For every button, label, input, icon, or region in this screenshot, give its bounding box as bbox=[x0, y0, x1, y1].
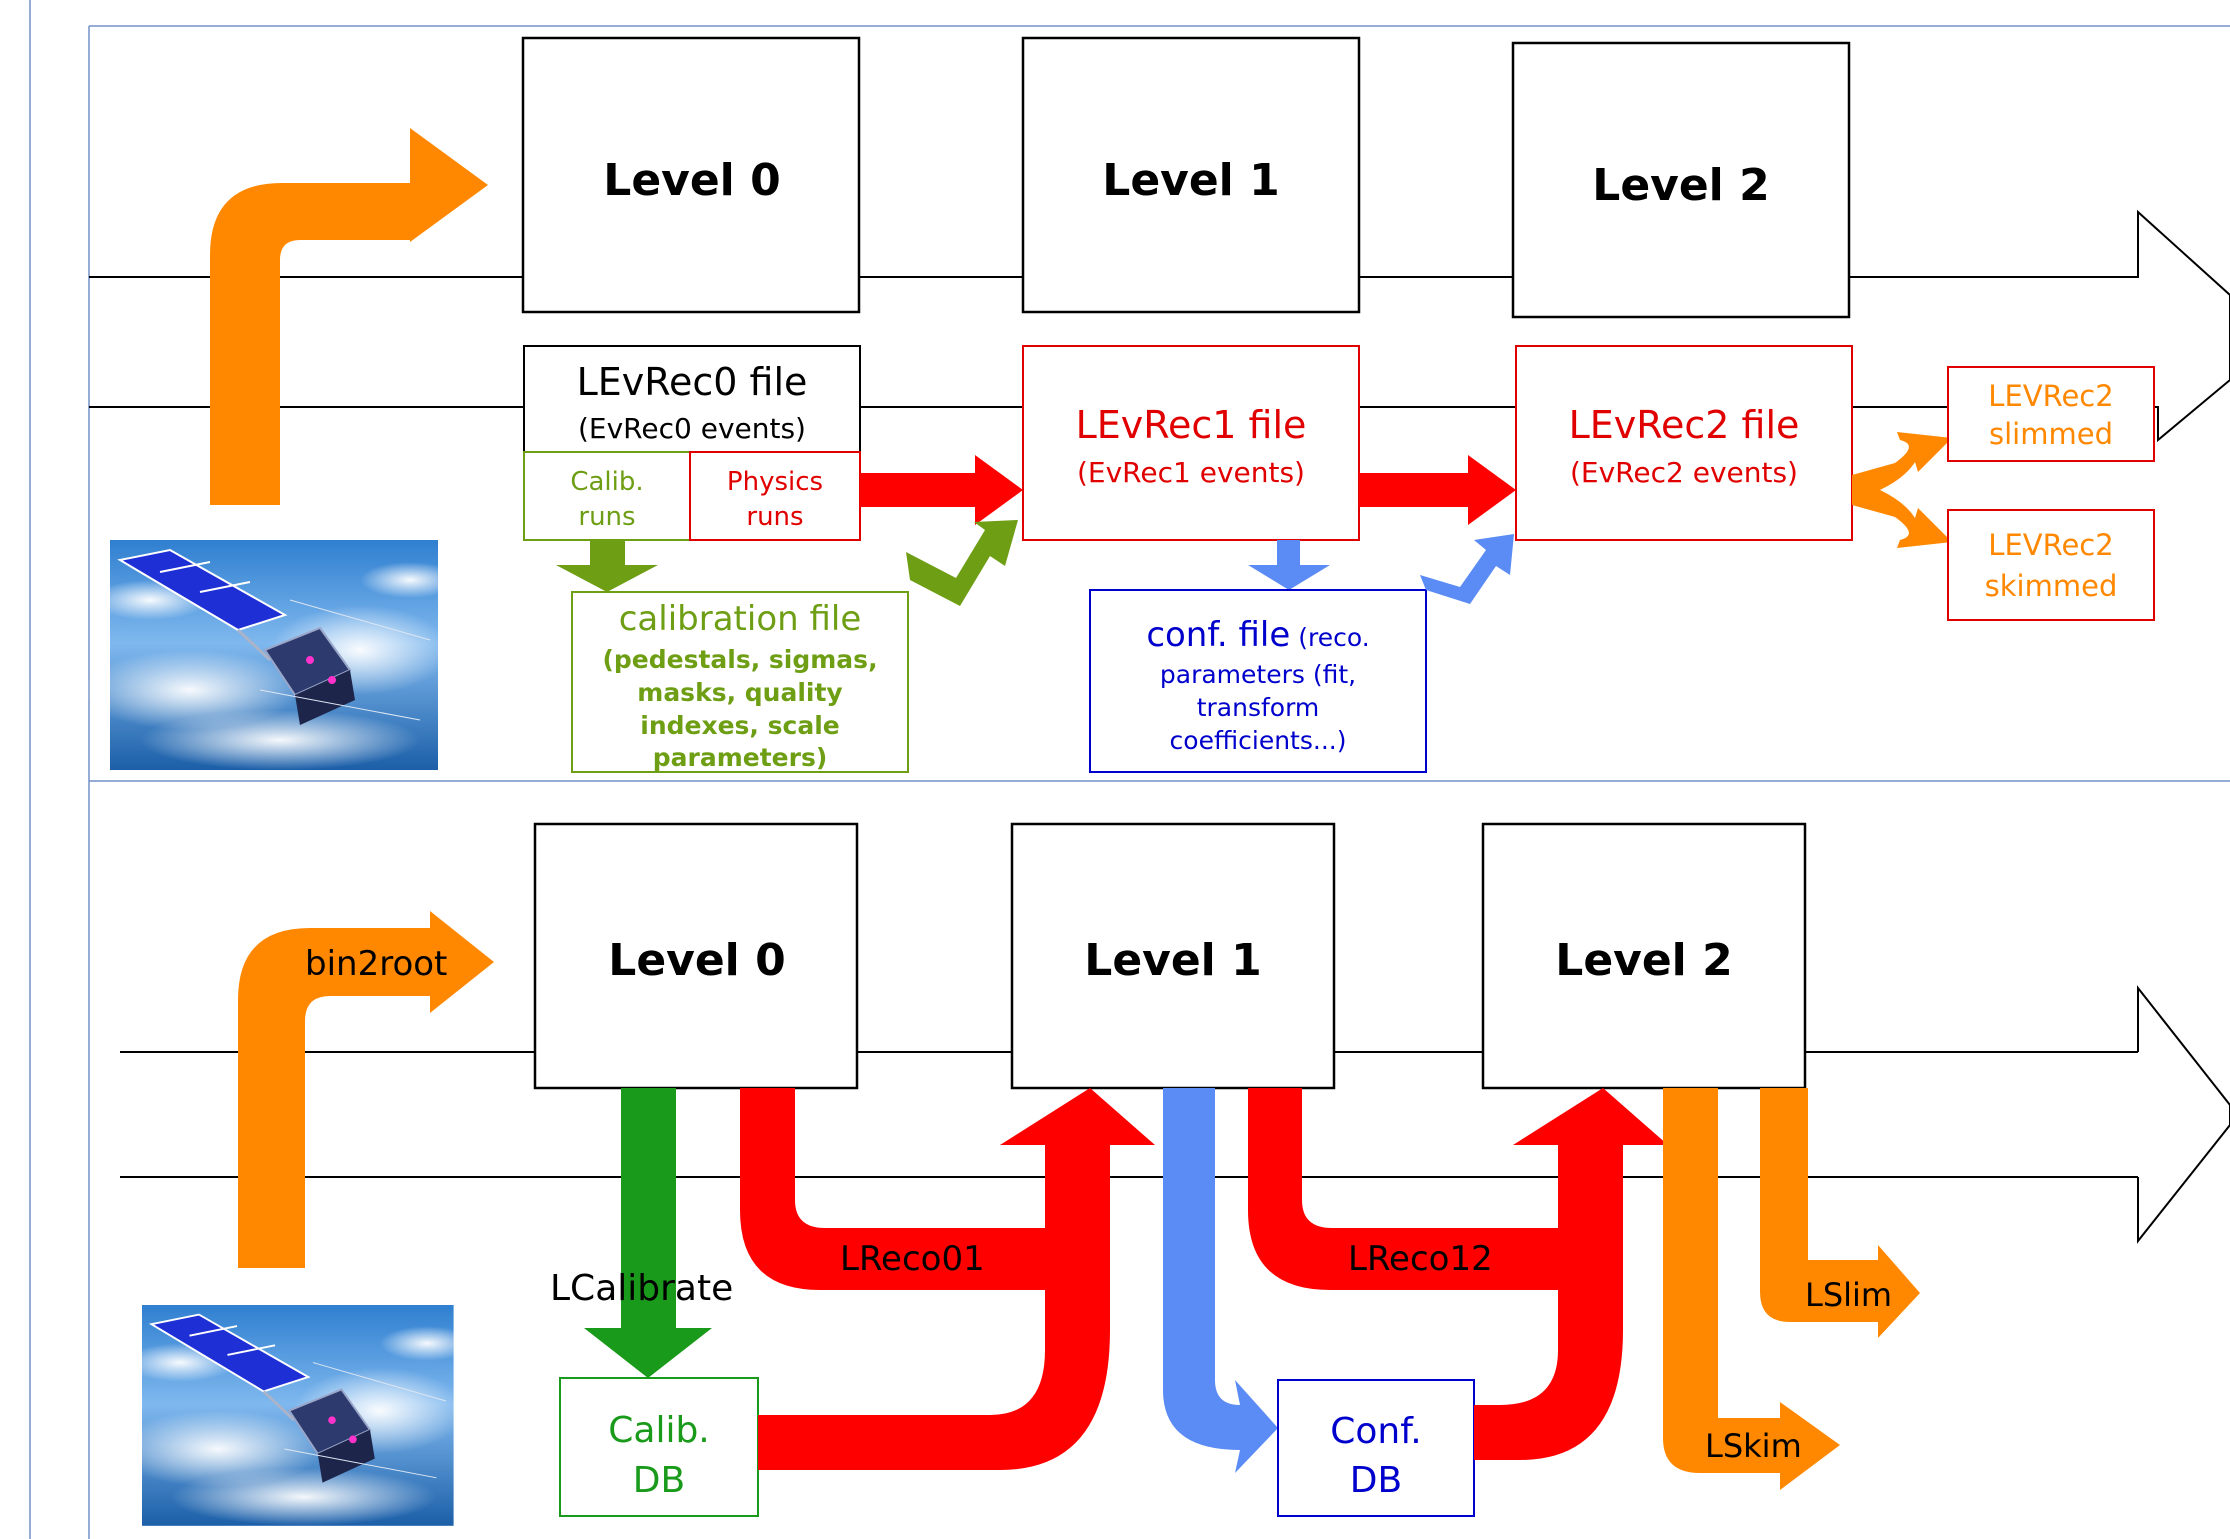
conf-blue-arrow bbox=[1163, 1088, 1278, 1473]
calibration-file-title: calibration file bbox=[619, 599, 862, 639]
slimmed-line2: slimmed bbox=[1989, 417, 2113, 451]
calib-db-line1: Calib. bbox=[608, 1410, 710, 1451]
levrec1-subtitle: (EvRec1 events) bbox=[1077, 456, 1305, 489]
levrec2-title: LEvRec2 file bbox=[1569, 403, 1800, 447]
top-level0-box bbox=[521, 36, 861, 314]
calib-db-line2: DB bbox=[633, 1460, 685, 1501]
top-level2-label: Level 2 bbox=[1592, 160, 1769, 211]
calibration-file-box bbox=[571, 591, 909, 773]
conf-file-line2: transform bbox=[1197, 693, 1320, 722]
bottom-level0-label: Level 0 bbox=[608, 935, 785, 986]
page-frame bbox=[29, 0, 2230, 1539]
top-green-arrow-down bbox=[556, 540, 658, 592]
skimmed-line1: LEVRec2 bbox=[1988, 528, 2113, 562]
levrec1-box bbox=[1022, 345, 1360, 541]
lreco01-arrow bbox=[740, 1088, 1155, 1470]
conf-db-line1: Conf. bbox=[1330, 1411, 1421, 1452]
conf-db-line2: DB bbox=[1350, 1460, 1402, 1501]
bottom-level0-box bbox=[533, 822, 859, 1090]
top-blue-arrow-down bbox=[1248, 540, 1330, 590]
slimmed-line1: LEVRec2 bbox=[1988, 379, 2113, 413]
top-orange-fork-arrows bbox=[1852, 432, 1952, 548]
levrec2-subtitle: (EvRec2 events) bbox=[1570, 456, 1798, 489]
lreco12-arrow bbox=[1248, 1088, 1668, 1460]
skimmed-box bbox=[1947, 509, 2155, 621]
physics-runs-line2: runs bbox=[746, 502, 803, 532]
calibration-file-line2: masks, quality bbox=[637, 678, 842, 707]
top-level1-label: Level 1 bbox=[1102, 155, 1279, 206]
conf-file-line3: coefficients...) bbox=[1170, 726, 1347, 755]
levrec0-title: LEvRec0 file bbox=[577, 360, 808, 404]
skimmed-line2: skimmed bbox=[1985, 569, 2118, 603]
lskim-label: LSkim bbox=[1705, 1427, 1802, 1465]
calibration-file-line4: parameters) bbox=[653, 743, 828, 772]
bottom-hollow-arrowhead bbox=[2137, 985, 2230, 1244]
levrec0-subtitle: (EvRec0 events) bbox=[578, 412, 806, 445]
bottom-level1-label: Level 1 bbox=[1084, 935, 1261, 986]
physics-runs-line1: Physics bbox=[727, 467, 823, 497]
bottom-level1-box bbox=[1010, 822, 1336, 1090]
bottom-panel: bin2root Level 0 Level 1 Level 2 LCalibr… bbox=[112, 822, 2230, 1528]
top-red-arrow-1 bbox=[860, 455, 1023, 525]
top-blue-arrow-diagonal bbox=[1420, 534, 1514, 604]
conf-file-title: conf. file(reco. bbox=[1146, 615, 1369, 655]
top-level0-label: Level 0 bbox=[603, 155, 780, 206]
lslim-label: LSlim bbox=[1805, 1276, 1892, 1314]
calibration-file-line3: indexes, scale bbox=[640, 711, 839, 740]
lslim-arrow bbox=[1760, 1088, 1920, 1338]
top-red-arrow-2 bbox=[1359, 455, 1516, 525]
top-timeline-arrow bbox=[89, 209, 2230, 443]
physics-runs-box bbox=[689, 451, 861, 541]
calib-db-box bbox=[559, 1377, 759, 1517]
lcalibrate-arrow bbox=[584, 1088, 712, 1378]
satellite-image-top bbox=[78, 538, 462, 772]
calib-runs-line1: Calib. bbox=[570, 467, 643, 497]
conf-file-line1: parameters (fit, bbox=[1160, 660, 1356, 689]
top-orange-bent-arrow bbox=[210, 128, 488, 505]
top-green-arrow-diagonal bbox=[906, 520, 1018, 606]
satellite-image-bottom bbox=[112, 1303, 476, 1528]
bottom-level2-box bbox=[1481, 822, 1807, 1090]
bottom-level2-label: Level 2 bbox=[1555, 935, 1732, 986]
calib-runs-box bbox=[523, 451, 691, 541]
levrec1-title: LEvRec1 file bbox=[1076, 403, 1307, 447]
bottom-orange-bent-arrow bbox=[238, 911, 494, 1268]
calib-runs-line2: runs bbox=[578, 502, 635, 532]
top-panel: Level 0 Level 1 Level 2 LEvRec0 file (Ev… bbox=[78, 36, 2230, 773]
top-level2-box bbox=[1511, 41, 1851, 319]
lreco01-label: LReco01 bbox=[840, 1239, 985, 1279]
lcalibrate-label: LCalibrate bbox=[550, 1268, 733, 1309]
bin2root-label: bin2root bbox=[305, 944, 447, 984]
levrec2-box bbox=[1515, 345, 1853, 541]
calibration-file-line1: (pedestals, sigmas, bbox=[602, 645, 877, 674]
lreco12-label: LReco12 bbox=[1348, 1239, 1493, 1279]
top-level1-box bbox=[1021, 36, 1361, 314]
slimmed-box bbox=[1947, 366, 2155, 462]
lskim-arrow bbox=[1663, 1088, 1840, 1490]
conf-file-box bbox=[1089, 589, 1427, 773]
conf-db-box bbox=[1277, 1379, 1475, 1517]
